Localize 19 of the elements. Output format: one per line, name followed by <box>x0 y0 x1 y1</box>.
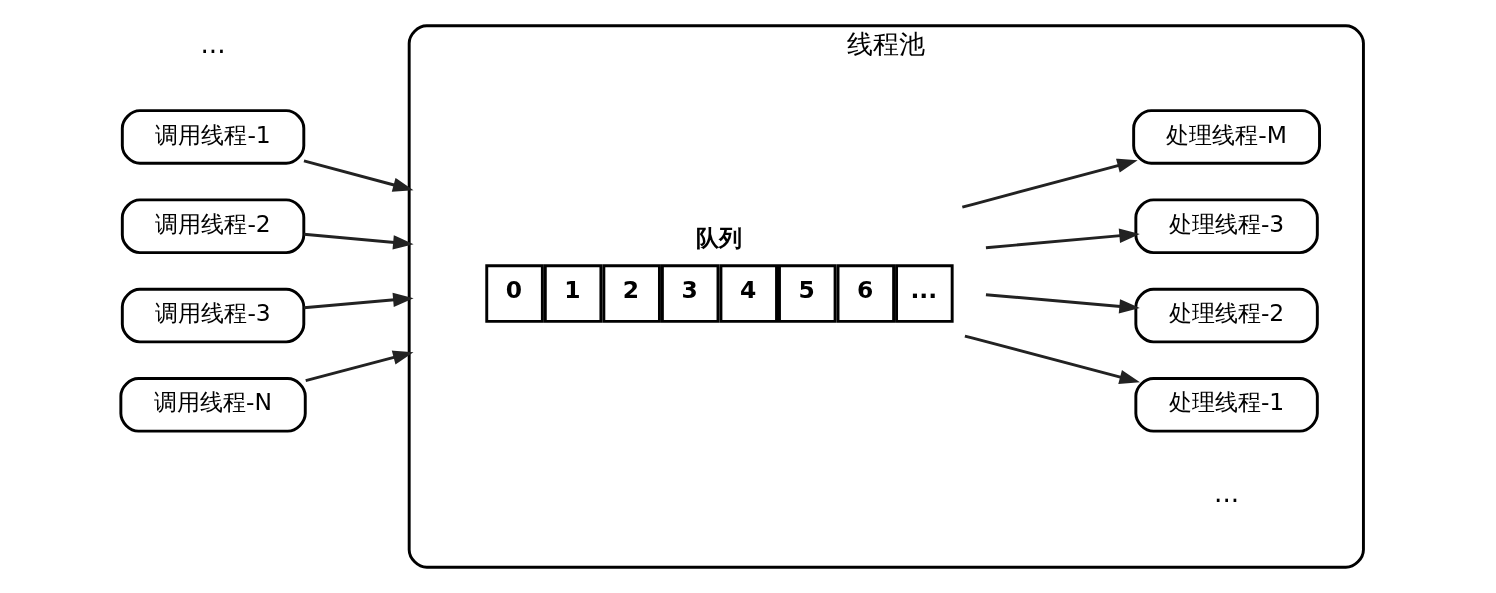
arrow <box>303 292 414 310</box>
label: ... <box>200 28 226 59</box>
node-box: 处理线程-M <box>1132 109 1321 165</box>
node-box: 调用线程-N <box>119 377 307 433</box>
arrow <box>305 350 414 383</box>
arrow <box>303 159 414 192</box>
node-box: 处理线程-2 <box>1134 287 1319 344</box>
arrow <box>964 334 1140 385</box>
arrow <box>985 293 1140 314</box>
node-box: 处理线程-3 <box>1134 198 1319 255</box>
node-label: 队列 <box>696 224 743 253</box>
label: ... <box>1214 477 1240 508</box>
arrow <box>961 158 1138 209</box>
arrow <box>303 232 414 250</box>
arrow <box>985 228 1140 250</box>
node-box: 调用线程-1 <box>120 109 306 165</box>
node-box: 调用线程-3 <box>120 287 306 344</box>
node-box: 处理线程-1 <box>1134 377 1319 433</box>
node-box: 调用线程-2 <box>120 198 306 255</box>
